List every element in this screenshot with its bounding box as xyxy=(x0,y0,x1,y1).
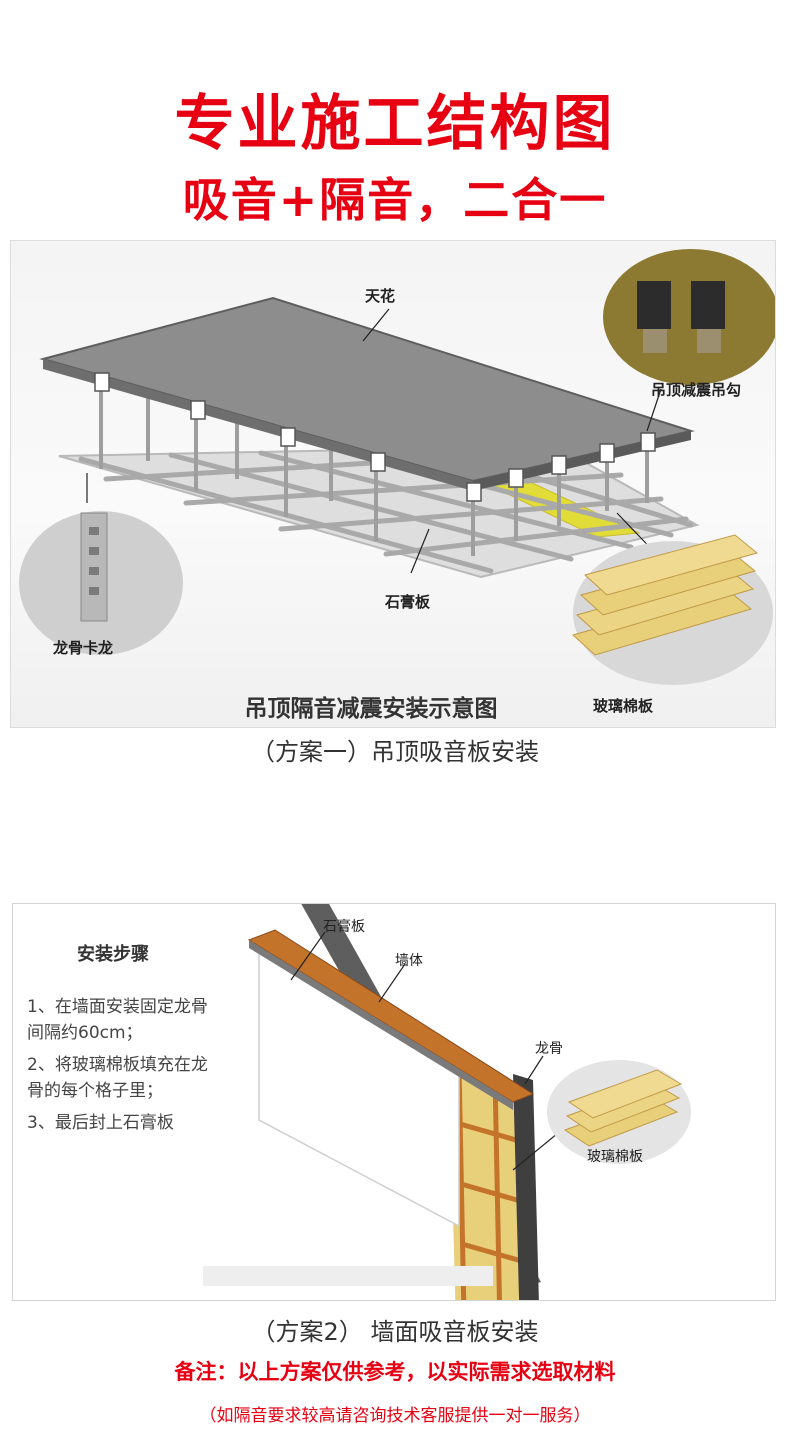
step-line-5: 3、最后封上石膏板 xyxy=(27,1113,174,1133)
keel-label: 龙骨 xyxy=(535,1041,563,1057)
wall-gypsum-label: 石膏板 xyxy=(323,919,365,935)
page-title: 专业施工结构图 xyxy=(174,89,616,159)
hanger-label: 吊顶减震吊勾 xyxy=(651,381,742,399)
wall-diagram-panel: 安装步骤 1、在墙面安装固定龙骨 间隔约60cm； 2、将玻璃棉板填充在龙 骨的… xyxy=(12,903,776,1301)
wall-diagram-illustration xyxy=(203,904,691,1300)
step-line-2: 间隔约60cm； xyxy=(27,1023,143,1043)
scheme2-caption: （方案2） 墙面吸音板安装 xyxy=(251,1318,539,1346)
footer-sub-note: （如隔音要求较高请咨询技术客服提供一对一服务） xyxy=(199,1406,591,1426)
keel-clip-label: 龙骨卡龙 xyxy=(53,639,114,657)
ceiling-diagram-panel: 天花 吊顶减震吊勾 龙骨卡龙 石膏板 玻璃棉板 吊顶隔音减震安装示意图 xyxy=(10,240,776,728)
glass-wool-label: 玻璃棉板 xyxy=(593,697,654,715)
step-line-4: 骨的每个格子里； xyxy=(27,1081,163,1101)
step-line-1: 1、在墙面安装固定龙骨 xyxy=(27,997,208,1017)
ceiling-diagram-title: 吊顶隔音减震安装示意图 xyxy=(244,696,498,722)
steps-title: 安装步骤 xyxy=(77,944,149,965)
scheme1-caption: （方案一）吊顶吸音板安装 xyxy=(251,738,539,766)
footer-note: 备注：以上方案仅供参考，以实际需求选取材料 xyxy=(174,1360,616,1384)
gypsum-label: 石膏板 xyxy=(385,593,431,611)
wall-glass-wool-label: 玻璃棉板 xyxy=(587,1149,643,1165)
ceiling-label: 天花 xyxy=(365,287,396,305)
step-line-3: 2、将玻璃棉板填充在龙 xyxy=(27,1055,208,1075)
wall-label: 墙体 xyxy=(395,953,423,969)
page-subtitle: 吸音+隔音，二合一 xyxy=(182,173,608,227)
ceiling-diagram-illustration xyxy=(19,249,775,685)
